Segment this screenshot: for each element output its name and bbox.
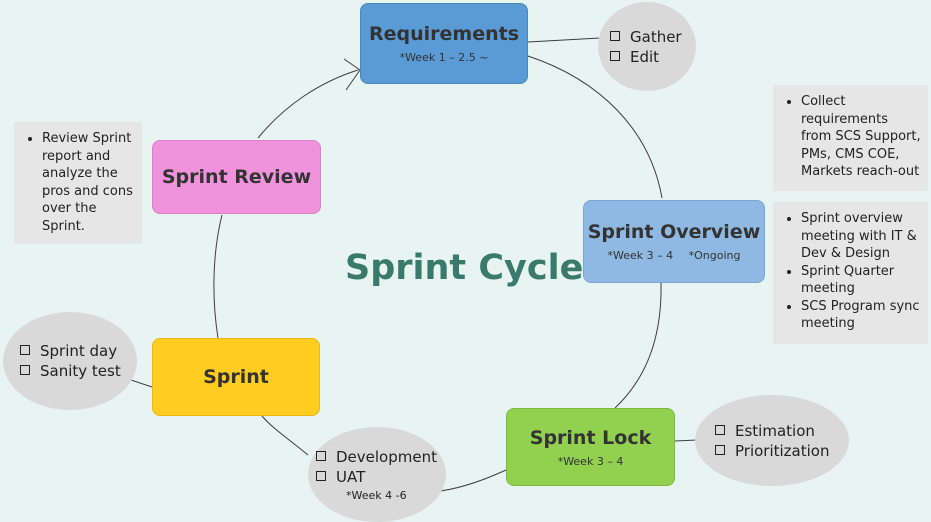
ellipse-sprint-day-list: Sprint day Sanity test	[20, 341, 137, 381]
node-requirements: Requirements *Week 1 – 2.5 ~	[360, 3, 528, 84]
ellipse-development-list: Development UAT	[316, 447, 446, 487]
ellipse-estimation-list: Estimation Prioritization	[715, 421, 849, 461]
callout-review-list: Review Sprint report and analyze the pro…	[24, 130, 136, 235]
list-item: Collect requirements from SCS Support, P…	[801, 93, 922, 181]
ellipse-estimation: Estimation Prioritization	[695, 395, 849, 486]
edge-sprint-sanity	[130, 379, 153, 388]
callout-collect-list: Collect requirements from SCS Support, P…	[783, 93, 922, 181]
callout-collect-requirements: Collect requirements from SCS Support, P…	[773, 85, 928, 191]
callout-overview-list: Sprint overview meeting with IT & Dev & …	[783, 210, 922, 333]
callout-overview-meetings: Sprint overview meeting with IT & Dev & …	[773, 202, 928, 344]
node-sprint-review-title: Sprint Review	[161, 166, 312, 188]
ellipse-gather-edit: Gather Edit	[598, 2, 696, 91]
list-item: Review Sprint report and analyze the pro…	[42, 130, 136, 235]
node-sprint-lock: Sprint Lock *Week 3 – 4	[506, 408, 675, 486]
list-item: Sprint overview meeting with IT & Dev & …	[801, 210, 922, 263]
node-sprint-review: Sprint Review	[152, 140, 321, 214]
ellipse-gather-edit-list: Gather Edit	[610, 27, 696, 67]
node-sprint-overview-note-week: *Week 3 – 4	[607, 249, 674, 262]
list-item: Sprint day	[20, 341, 137, 361]
callout-review-report: Review Sprint report and analyze the pro…	[14, 122, 142, 244]
edge-development-sprint	[261, 415, 309, 456]
ellipse-development: Development UAT *Week 4 -6	[308, 427, 446, 522]
list-item: Estimation	[715, 421, 849, 441]
node-sprint: Sprint	[152, 338, 320, 416]
ellipse-development-note: *Week 4 -6	[346, 489, 407, 502]
list-item: Prioritization	[715, 441, 849, 461]
list-item: Gather	[610, 27, 696, 47]
node-sprint-overview-notes: *Week 3 – 4 *Ongoing	[602, 249, 747, 262]
node-sprint-title: Sprint	[203, 366, 269, 388]
node-sprint-overview-title: Sprint Overview	[587, 221, 761, 243]
edge-overview-lock	[614, 282, 662, 409]
list-item: Sprint Quarter meeting	[801, 263, 922, 298]
edge-sprint-review	[213, 214, 223, 339]
list-item: Edit	[610, 47, 696, 67]
node-requirements-title: Requirements	[368, 23, 519, 45]
edge-lock-estimation	[674, 439, 698, 442]
list-item: Sanity test	[20, 361, 137, 381]
list-item: UAT	[316, 467, 446, 487]
node-sprint-lock-title: Sprint Lock	[529, 426, 652, 449]
list-item: Development	[316, 447, 446, 467]
diagram-title: Sprint Cycle	[345, 248, 584, 288]
edge-requirements-overview	[527, 55, 663, 199]
list-item: SCS Program sync meeting	[801, 298, 922, 333]
node-requirements-note: *Week 1 – 2.5 ~	[399, 51, 489, 64]
node-sprint-lock-note: *Week 3 – 4	[557, 454, 624, 468]
node-sprint-overview-note-ongoing: *Ongoing	[688, 249, 741, 262]
edge-review-requirements	[257, 69, 359, 139]
edge-requirements-gather	[527, 37, 601, 43]
ellipse-sprint-day: Sprint day Sanity test	[3, 312, 137, 410]
node-sprint-overview: Sprint Overview *Week 3 – 4 *Ongoing	[583, 200, 765, 283]
